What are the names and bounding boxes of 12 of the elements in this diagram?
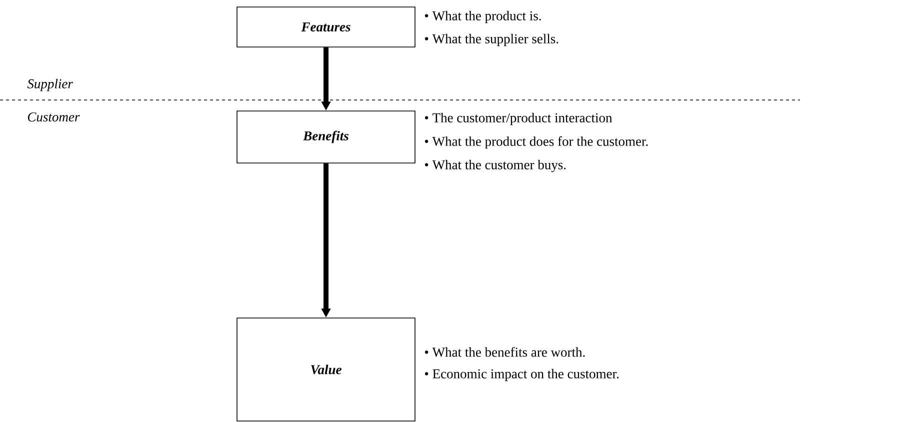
bullet-text: • What the benefits are worth. xyxy=(424,347,585,357)
bullet-text: • The customer/product interaction xyxy=(424,112,612,126)
side-label: Supplier xyxy=(27,78,73,92)
process-box: Features xyxy=(236,6,416,48)
bullet-text: • What the product does for the customer. xyxy=(424,136,648,149)
side-label: Customer xyxy=(28,112,80,122)
bullet-text: • What the supplier sells. xyxy=(424,34,558,46)
process-box: Value xyxy=(236,318,416,422)
process-box: Benefits xyxy=(236,110,416,164)
bullet-text: • What the product is. xyxy=(424,10,541,24)
bullet-text: • Economic impact on the customer. xyxy=(424,368,619,382)
bullet-text: • What the customer buys. xyxy=(424,160,566,172)
